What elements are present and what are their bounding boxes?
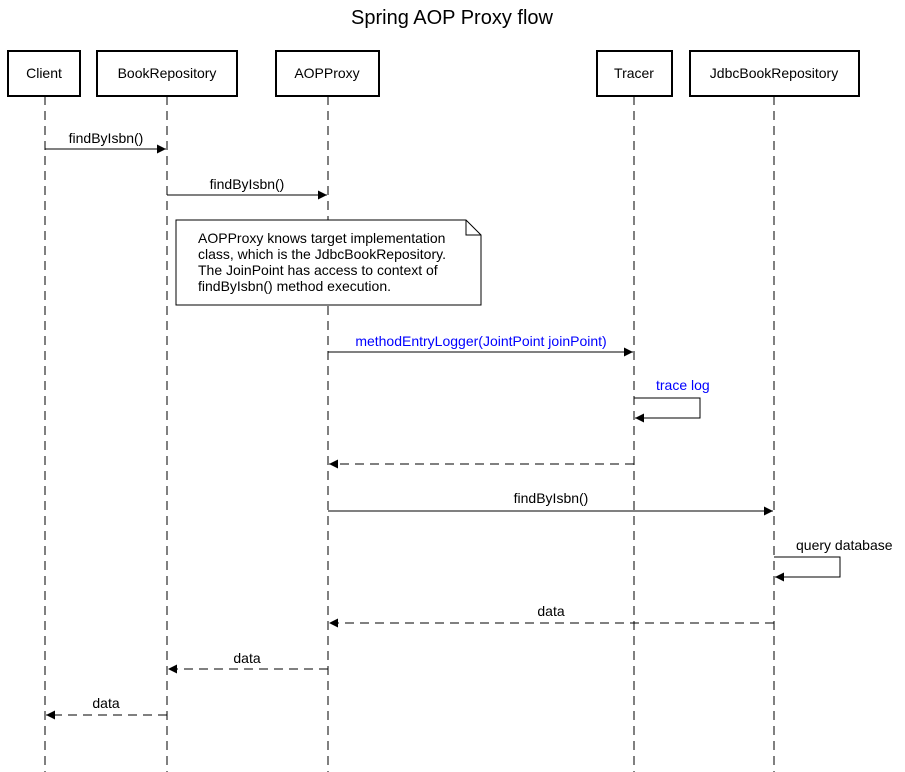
message-query-database-self: query database — [774, 537, 893, 582]
participant-label: Tracer — [614, 65, 654, 81]
message-method-entry-logger: methodEntryLogger(JointPoint joinPoint) — [328, 333, 633, 357]
message-data-proxy-to-repository: data — [168, 650, 328, 674]
message-find-by-isbn-proxy-to-jdbc: findByIsbn() — [328, 490, 773, 516]
message-label: query database — [796, 537, 893, 553]
participant-aop-proxy: AOPProxy — [275, 50, 380, 97]
participant-client: Client — [7, 50, 81, 97]
message-label: findByIsbn() — [210, 176, 285, 192]
participant-jdbc-book-repository: JdbcBookRepository — [689, 50, 860, 97]
diagram-title: Spring AOP Proxy flow — [351, 7, 554, 29]
note: AOPProxy knows target implementation cla… — [175, 219, 482, 306]
message-label: findByIsbn() — [514, 490, 589, 506]
message-trace-log-self: trace log — [634, 377, 710, 423]
message-label: methodEntryLogger(JointPoint joinPoint) — [355, 333, 606, 349]
message-label: data — [233, 650, 260, 666]
message-data-jdbc-to-proxy: data — [329, 603, 774, 628]
message-label: data — [92, 695, 119, 711]
message-label: data — [537, 603, 564, 619]
note-line: The JoinPoint has access to context of — [198, 262, 438, 278]
participant-book-repository: BookRepository — [96, 50, 238, 97]
participant-label: Client — [26, 65, 62, 81]
participant-label: AOPProxy — [294, 65, 359, 81]
note-line: class, which is the JdbcBookRepository. — [198, 246, 446, 262]
message-find-by-isbn-repository-to-proxy: findByIsbn() — [167, 176, 327, 200]
lifelines — [44, 96, 775, 772]
message-find-by-isbn-client-to-repository: findByIsbn() — [45, 130, 166, 154]
participant-label: BookRepository — [118, 65, 217, 81]
message-label: findByIsbn() — [69, 130, 144, 146]
participant-label: JdbcBookRepository — [710, 65, 838, 81]
note-line: findByIsbn() method execution. — [198, 278, 391, 294]
message-label: trace log — [656, 377, 710, 393]
participant-tracer: Tracer — [596, 50, 673, 97]
note-line: AOPProxy knows target implementation — [198, 230, 445, 246]
message-data-repository-to-client: data — [46, 695, 167, 720]
